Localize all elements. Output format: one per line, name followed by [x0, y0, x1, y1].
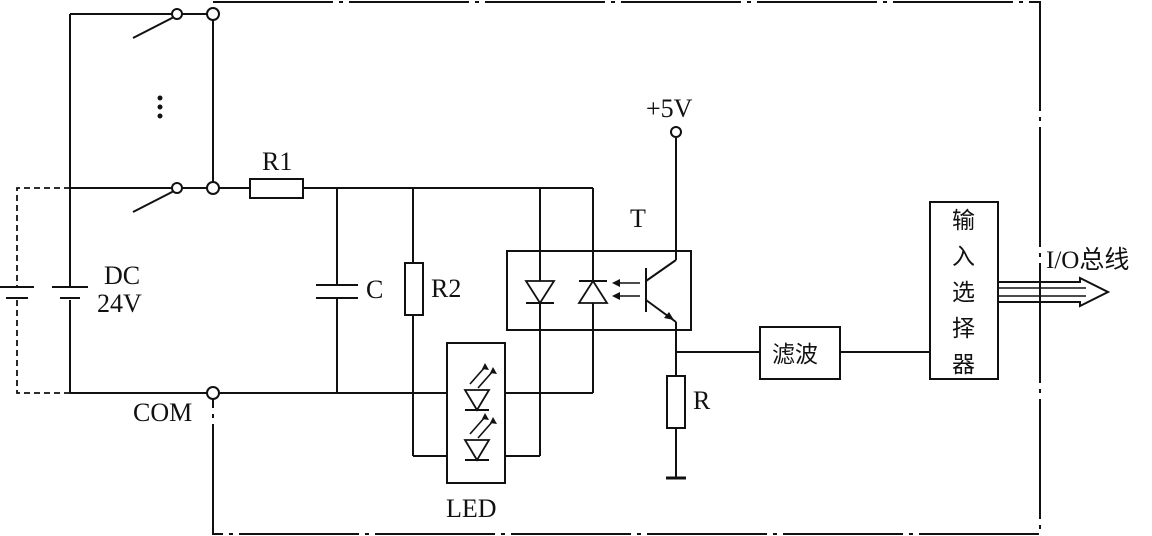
t-label: T: [630, 204, 646, 233]
r1-label: R1: [262, 147, 292, 176]
terminal-com: [206, 386, 220, 400]
vcc-label: +5V: [646, 94, 693, 123]
input-switch-n: [132, 182, 183, 213]
resistor-r2: [404, 262, 424, 316]
module-boundary: [212, 1, 1041, 535]
input-switch-1: [132, 8, 183, 39]
bus-arrow: [998, 276, 1111, 308]
filter-label: 滤波: [772, 342, 818, 368]
ellipsis-dots: [157, 95, 163, 119]
input-selector-char-1: 输: [952, 208, 975, 234]
dc-label: DC: [104, 261, 140, 290]
filter-block: [759, 326, 841, 380]
led-label: LED: [446, 494, 497, 523]
terminal-input-n: [206, 181, 220, 195]
r-label: R: [693, 386, 711, 415]
r2-label: R2: [431, 274, 461, 303]
bus-label: I/O总线: [1046, 246, 1129, 274]
output-side-wiring: [666, 138, 930, 480]
optocoupler-t: [506, 250, 692, 331]
input-selector-char-3: 选: [952, 280, 975, 306]
input-selector-char-2: 入: [952, 244, 975, 270]
com-label: COM: [133, 398, 192, 427]
led-indicator: [446, 342, 506, 484]
input-selector-block: [929, 201, 999, 380]
vcc-terminal: [670, 126, 682, 138]
resistor-r1: [249, 178, 304, 199]
terminal-top: [206, 7, 220, 21]
dc-supply-battery: [52, 286, 88, 299]
c-label: C: [366, 275, 383, 304]
input-selector-char-4: 择: [952, 316, 975, 342]
external-input-wiring: [69, 13, 214, 394]
resistor-r: [666, 375, 686, 429]
capacitor-c: [316, 284, 358, 299]
alt-supply-dashed: [0, 187, 70, 394]
input-selector-char-5: 器: [952, 352, 975, 378]
dc-voltage-label: 24V: [97, 289, 142, 318]
